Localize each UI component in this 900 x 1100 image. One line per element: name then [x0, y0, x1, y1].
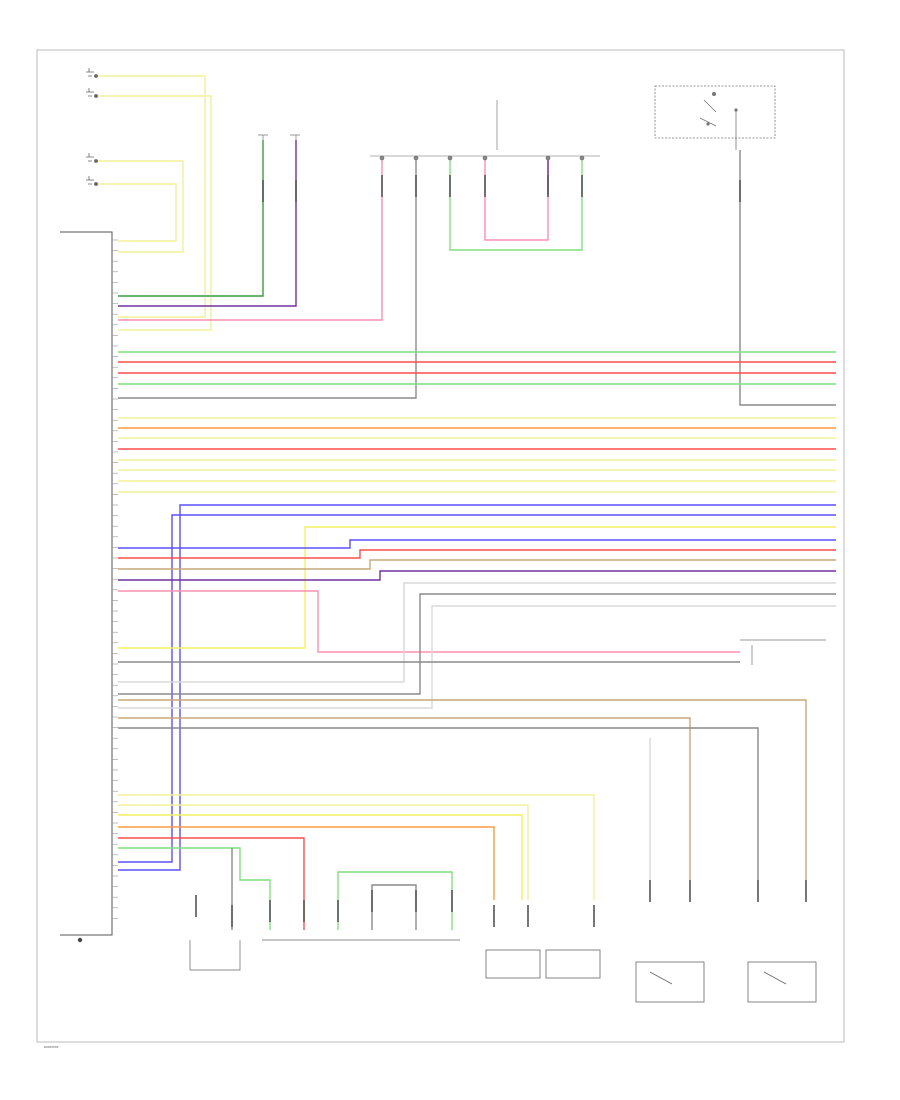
wire-low-8 — [337, 871, 453, 930]
wire-bus-17 — [118, 590, 740, 653]
wire-bus-18 — [118, 582, 836, 683]
wire-yel-blk-1 — [96, 75, 206, 318]
ground-point-icon — [77, 937, 83, 943]
connector-occupant-sensor — [370, 100, 600, 161]
inline-connector-marks — [195, 175, 807, 927]
wire-low-5 — [118, 837, 305, 930]
buckle-switch-box — [654, 85, 776, 150]
wire-bus-19 — [118, 593, 836, 695]
wire-low-1 — [118, 794, 595, 900]
wire-low-9 — [371, 884, 417, 930]
wire-low-6 — [118, 847, 271, 930]
connector-right-mid — [740, 639, 826, 665]
wire-blu-2 — [118, 514, 836, 863]
wire-gry-3 — [118, 727, 759, 880]
wire-tan-2 — [118, 717, 691, 880]
diagram-frame — [36, 49, 845, 1043]
wire-yel-blk-4 — [96, 183, 177, 242]
wire-yel-mid — [118, 526, 836, 649]
wire-bus-13 — [118, 539, 836, 549]
wire-bus-14 — [118, 549, 836, 559]
connector-top-left-sensor — [258, 134, 300, 140]
airbag-control-module — [60, 231, 113, 943]
wire-gry-1 — [118, 160, 417, 399]
wire-gry-2 — [739, 150, 836, 406]
wire-blu-main — [118, 504, 836, 871]
wire-grn-loop — [449, 160, 583, 251]
wire-low-3 — [118, 814, 523, 900]
wire-bus-15 — [118, 559, 836, 570]
front-sensor-boxes — [485, 949, 817, 1003]
ecu-pins — [112, 239, 118, 919]
connector-bottom-squibs — [189, 939, 460, 971]
wire-yel-blk-2 — [96, 95, 212, 331]
figure-code: W0000000 — [44, 1045, 59, 1049]
wire-layer — [96, 75, 836, 930]
wire-pnk-loop — [484, 160, 549, 241]
ground-symbol-1 — [86, 68, 98, 186]
wire-bus-20 — [118, 605, 836, 709]
wire-vio-blk — [118, 140, 297, 307]
wire-low-2 — [118, 804, 529, 900]
wire-low-4 — [118, 826, 495, 900]
wire-yel-blk-3 — [96, 160, 184, 253]
wire-grn-blk — [118, 140, 264, 297]
wire-bus-16 — [118, 570, 836, 581]
wire-pnk-1 — [118, 160, 383, 321]
wire-tan-1 — [118, 699, 807, 880]
